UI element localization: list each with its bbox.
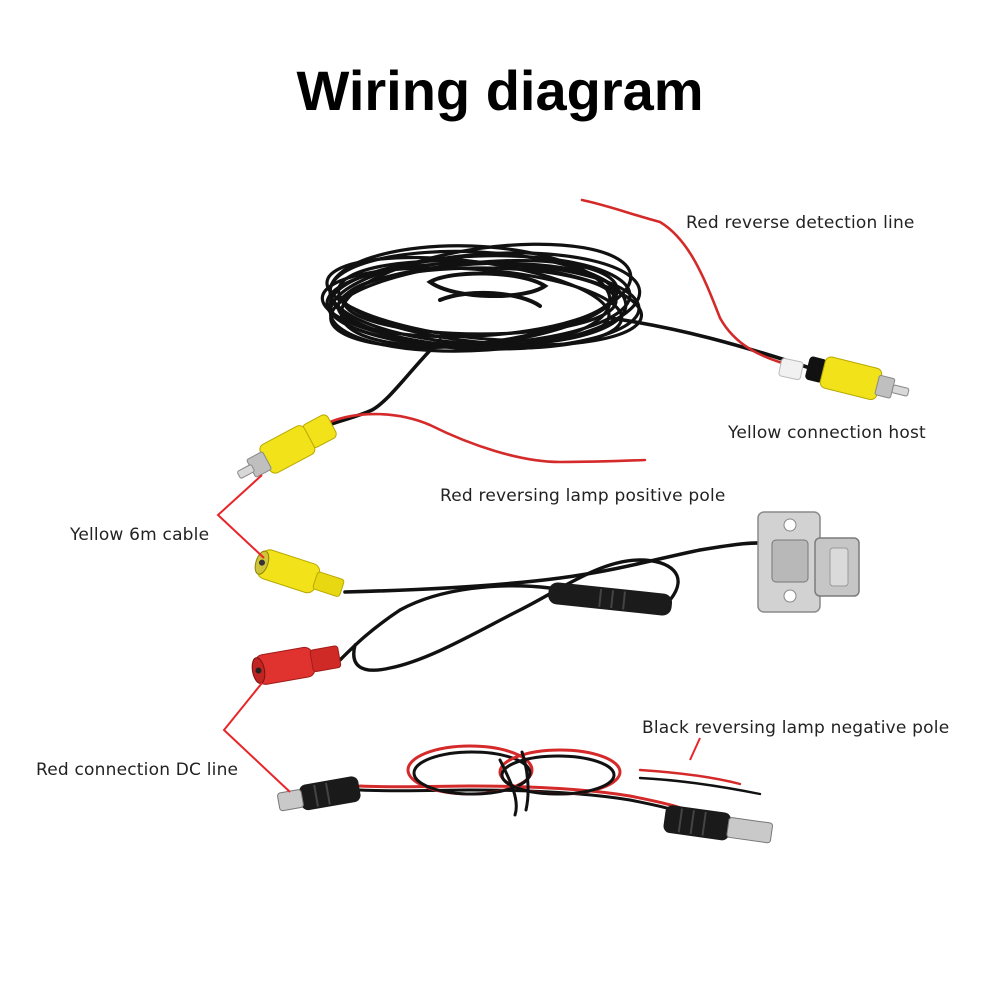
red-lamp-positive-wire	[328, 412, 647, 464]
label-red-reverse-detection-line: Red reverse detection line	[686, 213, 915, 233]
camera-unit	[757, 511, 860, 613]
label-red-reversing-lamp-positive: Red reversing lamp positive pole	[440, 486, 726, 506]
page-title: Wiring diagram	[296, 59, 704, 122]
cable-to-yellow-male	[318, 338, 442, 432]
label-black-reversing-lamp-negative: Black reversing lamp negative pole	[642, 718, 950, 738]
label-red-connection-dc-line: Red connection DC line	[36, 760, 239, 780]
heat-shrink-sleeve	[778, 357, 804, 381]
inline-waterproof-connector	[548, 582, 673, 616]
label-yellow-6m-cable: Yellow 6m cable	[70, 525, 210, 545]
dc-power-cable-coil	[358, 744, 762, 824]
leader-lines	[216, 474, 701, 793]
yellow-host-connector	[805, 356, 910, 401]
coiled-6m-cable	[320, 242, 644, 353]
yellow-female-connector	[254, 549, 345, 597]
cable-to-host	[608, 316, 812, 370]
yellow-6m-male-connector	[237, 414, 337, 479]
black-male-dc-plug-right	[663, 805, 773, 844]
red-reverse-detection-wire	[580, 198, 802, 370]
red-female-dc-connector	[251, 645, 342, 685]
camera-cable-loop	[338, 558, 680, 672]
label-yellow-connection-host: Yellow connection host	[728, 423, 926, 443]
camera-cable-upper	[343, 541, 777, 594]
black-male-dc-plug-left	[277, 776, 361, 812]
